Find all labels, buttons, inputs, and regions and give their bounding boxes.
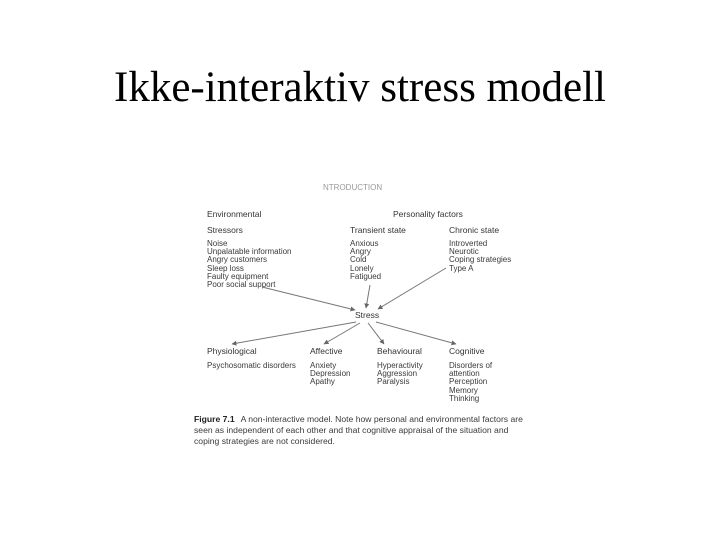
arrow-environment-to-stress — [261, 286, 356, 312]
arrow-stress-to-cognitive — [375, 321, 457, 346]
transient-state-title: Transient state — [350, 225, 406, 235]
list-item: Fatigued — [350, 271, 382, 281]
physiological-list: Psychosomatic disorders — [207, 361, 296, 370]
list-item: Cold — [350, 255, 367, 265]
list-item: attention — [449, 369, 480, 379]
list-item: Perception — [449, 377, 488, 387]
list-item: Psychosomatic disorders — [207, 361, 296, 370]
arrow-chronic-to-stress — [377, 267, 447, 310]
personality-factors-label: Personality factors — [393, 209, 463, 219]
list-item: Paralysis — [377, 377, 410, 387]
list-item: Hyperactivity — [377, 361, 423, 370]
transient-state-list: Anxious Angry Cold Lonely Fatigued — [350, 239, 382, 281]
list-item: Disorders of — [449, 361, 493, 370]
list-item: Poor social support — [207, 280, 276, 290]
list-item: Memory — [449, 385, 478, 395]
arrow-transient-to-stress — [364, 284, 371, 309]
chronic-state-list: Introverted Neurotic Coping strategies T… — [449, 239, 512, 273]
arrow-stress-to-affective — [323, 322, 361, 345]
list-item: Type A — [449, 263, 474, 273]
arrow-stress-to-behavioural — [367, 322, 385, 345]
slide-title: Ikke-interaktiv stress modell — [114, 64, 606, 111]
environmental-label: Environmental — [207, 209, 262, 219]
stressors-list: Noise Unpalatable information Angry cust… — [207, 239, 292, 290]
outcome-title-physiological: Physiological — [207, 346, 257, 356]
stress-node: Stress — [355, 310, 380, 320]
running-header: NTRODUCTION — [323, 183, 383, 192]
stressors-title: Stressors — [207, 225, 243, 235]
list-item: Noise — [207, 239, 228, 248]
list-item: Neurotic — [449, 247, 479, 257]
list-item: Anxiety — [310, 361, 337, 370]
cognitive-list: Disorders of attention Perception Memory… — [449, 361, 493, 403]
list-item: Depression — [310, 369, 351, 379]
affective-list: Anxiety Depression Apathy — [310, 361, 351, 387]
outcome-title-affective: Affective — [310, 346, 343, 356]
chronic-state-title: Chronic state — [449, 225, 500, 235]
outcome-title-behavioural: Behavioural — [377, 346, 422, 356]
list-item: Angry customers — [207, 255, 268, 265]
outcome-title-cognitive: Cognitive — [449, 346, 485, 356]
list-item: Faulty equipment — [207, 271, 269, 281]
list-item: Introverted — [449, 239, 488, 248]
list-item: Sleep loss — [207, 263, 244, 273]
list-item: Apathy — [310, 377, 335, 387]
list-item: Coping strategies — [449, 255, 512, 265]
list-item: Lonely — [350, 263, 374, 273]
list-item: Angry — [350, 247, 371, 257]
list-item: Anxious — [350, 239, 379, 248]
list-item: Aggression — [377, 369, 418, 379]
list-item: Thinking — [449, 393, 480, 403]
figure-caption-text: A non-interactive model. Note how person… — [194, 414, 523, 446]
list-item: Unpalatable information — [207, 247, 292, 257]
behavioural-list: Hyperactivity Aggression Paralysis — [377, 361, 423, 387]
figure-caption-label: Figure 7.1 — [194, 414, 235, 424]
arrow-stress-to-physiological — [231, 321, 357, 346]
